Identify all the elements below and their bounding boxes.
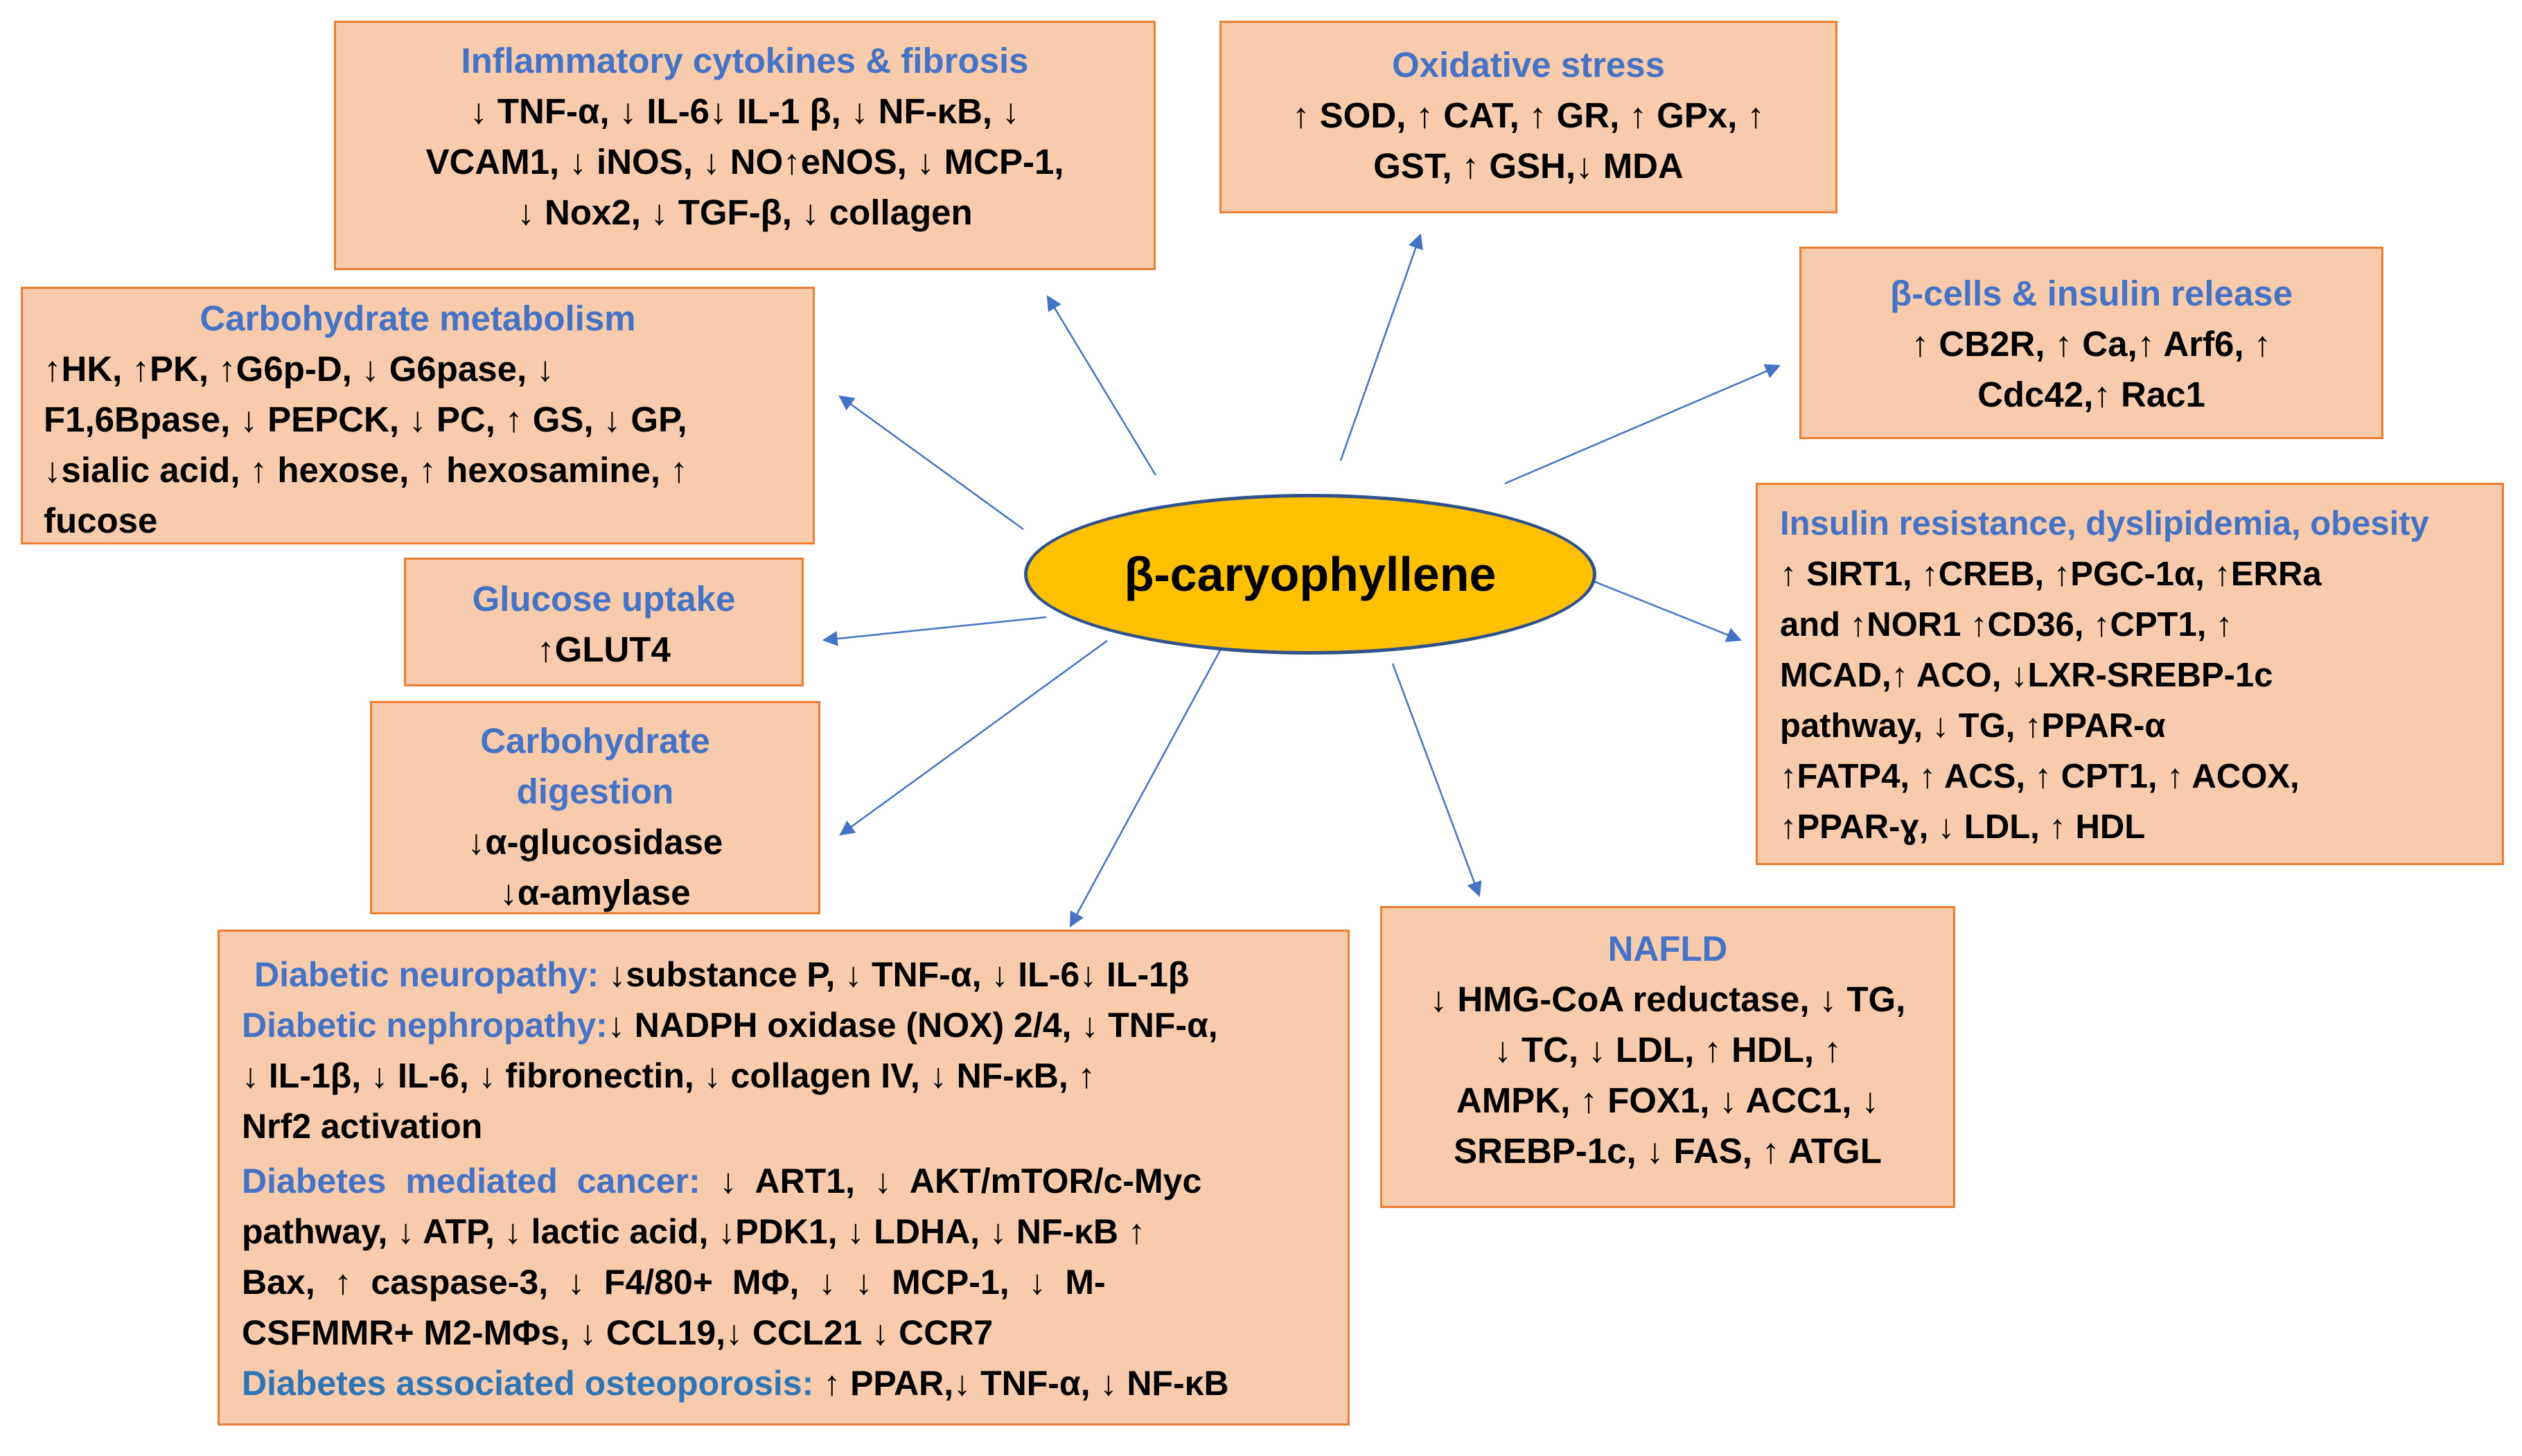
box-line: ↑ SOD, ↑ CAT, ↑ GR, ↑ GPx, ↑ — [1292, 96, 1765, 135]
box-line: GST, ↑ GSH,↓ MDA — [1373, 146, 1684, 186]
box-line: ↓ TC, ↓ LDL, ↑ HDL, ↑ — [1494, 1030, 1842, 1069]
nephropathy-title: Diabetic nephropathy: — [242, 1006, 608, 1045]
oxidative-stress-box: Oxidative stress ↑ SOD, ↑ CAT, ↑ GR, ↑ G… — [1219, 21, 1837, 213]
arrow-to-carb-metabolism — [838, 395, 1024, 531]
box-title: Carbohydrate metabolism — [200, 299, 636, 338]
box-title: Carbohydrate — [480, 721, 710, 761]
box-line: ↑HK, ↑PK, ↑G6p-D, ↓ G6pase, ↓ — [44, 349, 554, 389]
box-line: SREBP-1c, ↓ FAS, ↑ ATGL — [1454, 1131, 1882, 1171]
nephropathy-line: Nrf2 activation — [242, 1107, 483, 1146]
arrow-to-oxidative — [1339, 233, 1423, 461]
box-line: MCAD,↑ ACO, ↓LXR-SREBP-1c — [1780, 657, 2273, 694]
arrow-to-beta-cells — [1504, 364, 1781, 485]
box-line: Cdc42,↑ Rac1 — [1977, 375, 2205, 414]
carb-metabolism-box: Carbohydrate metabolism ↑HK, ↑PK, ↑G6p-D… — [21, 287, 815, 544]
beta-cells-box: β-cells & insulin release ↑ CB2R, ↑ Ca,↑… — [1799, 247, 2383, 439]
nephropathy-text: ↓ NADPH oxidase (NOX) 2/4, ↓ TNF-α, — [607, 1006, 1218, 1045]
box-line: AMPK, ↑ FOX1, ↓ ACC1, ↓ — [1456, 1081, 1880, 1120]
box-line: ↑FATP4, ↑ ACS, ↑ CPT1, ↑ ACOX, — [1780, 758, 2300, 795]
box-line: ↑PPAR-ɣ, ↓ LDL, ↑ HDL — [1780, 808, 2146, 846]
box-line: ↑ SIRT1, ↑CREB, ↑PGC-1α, ↑ERRa — [1780, 556, 2322, 593]
osteoporosis-title: Diabetes associated osteoporosis: — [242, 1364, 814, 1403]
osteoporosis-line: Diabetes associated osteoporosis: ↑ PPAR… — [242, 1358, 1324, 1409]
arrow-to-complications — [1069, 648, 1222, 927]
box-line: ↑ CB2R, ↑ Ca,↑ Arf6, ↑ — [1911, 324, 2272, 364]
box-line: F1,6Bpase, ↓ PEPCK, ↓ PC, ↑ GS, ↓ GP, — [44, 400, 687, 439]
box-line: ↓sialic acid, ↑ hexose, ↑ hexosamine, ↑ — [44, 450, 688, 490]
box-title: β-cells & insulin release — [1889, 274, 2293, 313]
nafld-box: NAFLD ↓ HMG-CoA reductase, ↓ TG, ↓ TC, ↓… — [1380, 906, 1955, 1208]
glucose-uptake-box: Glucose uptake ↑GLUT4 — [404, 558, 804, 686]
cancer-line: Bax, ↑ caspase-3, ↓ F4/80+ MΦ, ↓ ↓ MCP-1… — [242, 1263, 1106, 1302]
complications-box: Diabetic neuropathy: ↓substance P, ↓ TNF… — [218, 930, 1350, 1426]
box-line: and ↑NOR1 ↑CD36, ↑CPT1, ↑ — [1780, 606, 2233, 643]
box-line: ↓ HMG-CoA reductase, ↓ TG, — [1429, 979, 1906, 1019]
box-title: digestion — [516, 772, 674, 811]
arrow-to-nafld — [1391, 663, 1482, 898]
cancer-title: Diabetes mediated cancer: — [242, 1162, 700, 1200]
box-line: ↓ Nox2, ↓ TGF-β, ↓ collagen — [517, 193, 973, 232]
box-title: Inflammatory cytokines & fibrosis — [461, 41, 1029, 80]
center-label: β-caryophyllene — [1124, 547, 1497, 601]
insulin-resistance-box: Insulin resistance, dyslipidemia, obesit… — [1756, 483, 2504, 865]
inflammatory-box: Inflammatory cytokines & fibrosis ↓ TNF-… — [334, 21, 1156, 270]
box-line: ↑GLUT4 — [537, 630, 671, 669]
cancer-text: ↓ ART1, ↓ AKT/mTOR/c-Myc — [719, 1162, 1202, 1200]
arrow-to-inflammatory — [1046, 295, 1157, 476]
arrow-to-insulin-resistance — [1591, 579, 1743, 642]
carb-digestion-box: Carbohydrate digestion ↓α-glucosidase ↓α… — [370, 701, 820, 914]
box-title: Oxidative stress — [1391, 45, 1666, 85]
neuropathy-text: ↓substance P, ↓ TNF-α, ↓ IL-6↓ IL-1β — [608, 955, 1190, 994]
nephropathy-line: Diabetic nephropathy:↓ NADPH oxidase (NO… — [242, 1000, 1324, 1051]
box-line: ↓α-amylase — [500, 873, 691, 912]
box-line: ↓α-glucosidase — [467, 822, 723, 862]
box-title: Insulin resistance, dyslipidemia, obesit… — [1780, 505, 2429, 542]
cancer-line: Diabetes mediated cancer: ↓ ART1, ↓ AKT/… — [242, 1156, 1324, 1207]
osteoporosis-text: ↑ PPAR,↓ TNF-α, ↓ NF-κB — [823, 1364, 1229, 1403]
box-title: NAFLD — [1607, 929, 1728, 968]
box-line: fucose — [44, 501, 158, 540]
center-node: β-caryophyllene — [1024, 494, 1596, 655]
box-line: pathway, ↓ TG, ↑PPAR-α — [1780, 707, 2166, 745]
box-title: Glucose uptake — [472, 579, 736, 619]
neuropathy-line: Diabetic neuropathy: ↓substance P, ↓ TNF… — [242, 950, 1324, 1000]
neuropathy-title: Diabetic neuropathy: — [254, 955, 599, 994]
box-line: VCAM1, ↓ iNOS, ↓ NO↑eNOS, ↓ MCP-1, — [425, 142, 1064, 181]
nephropathy-line: ↓ IL-1β, ↓ IL-6, ↓ fibronectin, ↓ collag… — [242, 1056, 1095, 1095]
arrow-to-glucose-uptake — [822, 616, 1047, 646]
arrow-to-carb-digestion — [839, 639, 1108, 836]
cancer-line: pathway, ↓ ATP, ↓ lactic acid, ↓PDK1, ↓ … — [242, 1212, 1146, 1251]
cancer-line: CSFMMR+ M2-MΦs, ↓ CCL19,↓ CCL21 ↓ CCR7 — [242, 1313, 994, 1352]
box-line: ↓ TNF-α, ↓ IL-6↓ IL-1 β, ↓ NF-κB, ↓ — [470, 91, 1020, 131]
